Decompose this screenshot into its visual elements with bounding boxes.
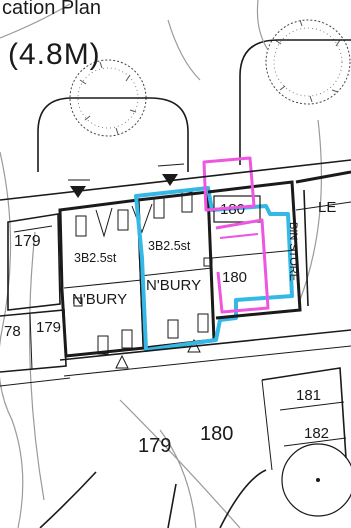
- road-edge-bottom-right: [219, 469, 267, 528]
- parking-block: 180 180 BIN STORE: [207, 180, 302, 320]
- plan-title-partial: cation Plan: [2, 0, 101, 19]
- plot-180-bottom-label: 180: [200, 423, 233, 445]
- parking-180-upper: 180: [220, 201, 245, 218]
- plot-179-bottom-label: 179: [138, 435, 171, 457]
- front-boundary-line: [59, 329, 351, 361]
- parking-highlight-tick: [219, 233, 259, 239]
- bin-store-label: BIN STORE: [287, 222, 299, 281]
- plot-181-182: 181 182: [261, 367, 351, 517]
- house-name-left: N'BURY: [72, 291, 127, 308]
- tree-canopy-right: [265, 19, 351, 105]
- house-type-left: 3B2.5st: [74, 251, 117, 265]
- parking-180-lower: 180: [222, 269, 247, 286]
- plot-179-lower-label: 179: [36, 319, 61, 336]
- plot-181-label: 181: [296, 387, 321, 404]
- plot-182-label: 182: [304, 425, 329, 442]
- front-boundary-line-2: [63, 345, 351, 377]
- road-edge-bottom-mid: [167, 483, 177, 528]
- road-line-left-outer: [0, 151, 24, 528]
- dimension-label: (4.8M): [8, 38, 101, 71]
- dwelling-left: 3B2.5st N'BURY: [58, 179, 146, 369]
- house-type-right: 3B2.5st: [148, 239, 191, 253]
- right-edge-partial: LE: [318, 199, 336, 216]
- plot-179-left-label: 179: [14, 233, 41, 250]
- site-boundary-line: [0, 159, 351, 201]
- parking-highlight-lower: [215, 218, 270, 314]
- right-edge-building: LE: [295, 170, 351, 307]
- plot-179-left: 179: [7, 213, 61, 311]
- road-line-bottom: [119, 399, 241, 528]
- plot-178-179-lower: 78 179: [0, 309, 71, 387]
- parking-highlight-upper: [202, 156, 256, 212]
- rear-garden-boundary-left: [37, 97, 189, 172]
- road-edge-bottom-left: [39, 471, 97, 528]
- road-line-top-left: [0, 3, 71, 39]
- rear-garden-boundary-right: [239, 39, 351, 165]
- road-line-top-right: [256, 0, 269, 51]
- road-line-top-mid: [167, 19, 201, 81]
- house-name-right: N'BURY: [146, 277, 201, 294]
- plot-178-partial-label: 78: [4, 323, 21, 340]
- road-line-left-inner: [28, 231, 45, 501]
- road-line-bottom-2: [159, 429, 197, 528]
